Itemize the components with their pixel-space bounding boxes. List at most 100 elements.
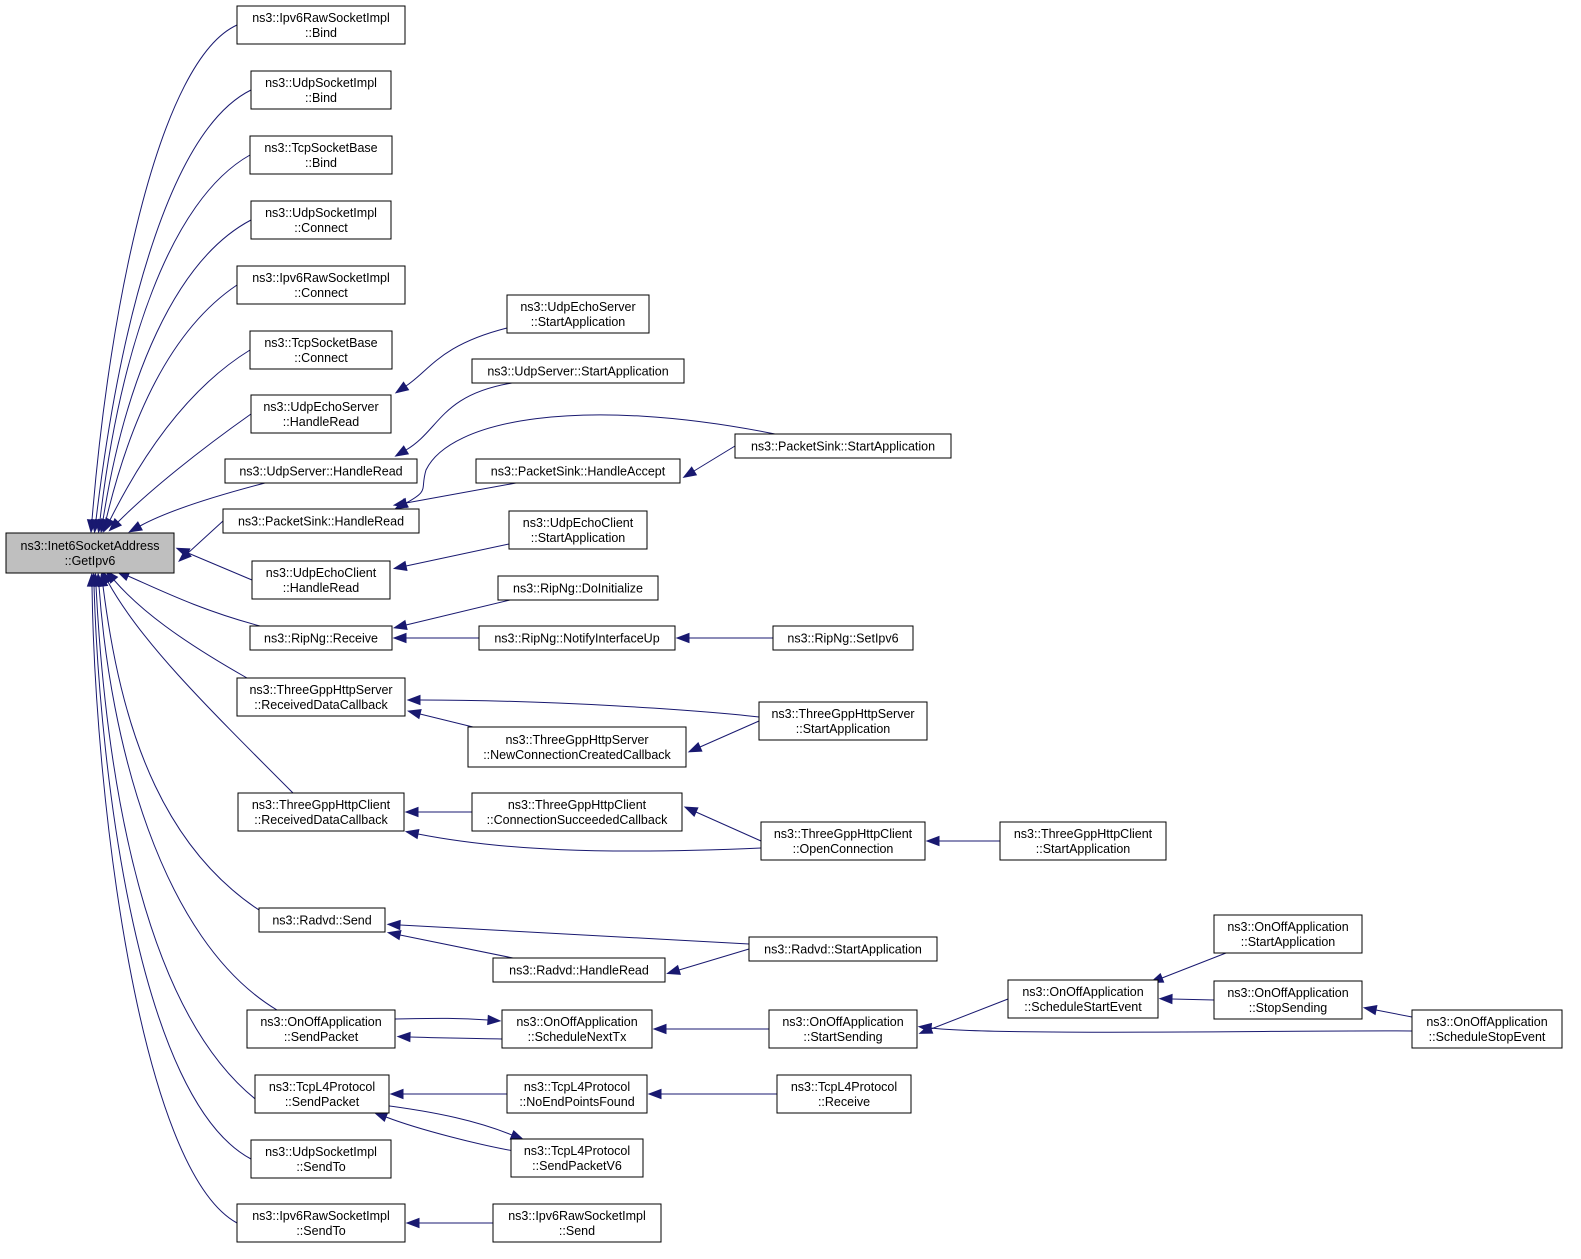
node-label: ns3::TcpL4Protocol	[269, 1080, 375, 1094]
node-tcpl4_receive[interactable]: ns3::TcpL4Protocol::Receive	[776, 1074, 912, 1114]
node-packetsink_handleaccept[interactable]: ns3::PacketSink::HandleAccept	[475, 458, 681, 484]
node-box	[760, 821, 926, 861]
edge-line	[693, 445, 736, 472]
node-http_client_openconn[interactable]: ns3::ThreeGppHttpClient::OpenConnection	[760, 821, 926, 861]
node-tcpbase_connect[interactable]: ns3::TcpSocketBase::Connect	[249, 330, 393, 370]
node-http_client_start[interactable]: ns3::ThreeGppHttpClient::StartApplicatio…	[999, 821, 1167, 861]
node-box	[254, 1074, 390, 1114]
node-radvd_send[interactable]: ns3::Radvd::Send	[258, 907, 386, 933]
edge-onoff_start-to-onoff_schedstart	[1149, 952, 1227, 983]
edge-http_client_start-to-http_client_openconn	[925, 835, 1000, 847]
node-box	[249, 135, 393, 175]
node-tcpl4_sendpacketv6[interactable]: ns3::TcpL4Protocol::SendPacketV6	[510, 1138, 644, 1178]
edge-line	[405, 543, 510, 567]
arrowhead-icon	[404, 828, 420, 840]
edge-line	[419, 699, 760, 718]
edge-line	[187, 552, 253, 581]
node-onoff_stopsending[interactable]: ns3::OnOffApplication::StopSending	[1213, 980, 1363, 1020]
arrowhead-icon	[487, 1014, 502, 1026]
edge-line	[678, 948, 750, 971]
node-ripng_setipv6[interactable]: ns3::RipNg::SetIpv6	[772, 625, 914, 651]
edge-line	[394, 1017, 489, 1021]
edge-onoff_sendpacket-to-onoff_schednexttx	[394, 1014, 502, 1026]
node-label: ns3::OnOffApplication	[516, 1015, 637, 1029]
node-tcpl4_noendpoints[interactable]: ns3::TcpL4Protocol::NoEndPointsFound	[506, 1074, 648, 1114]
edge-packetsink_start-to-packetsink_handleaccept	[682, 445, 736, 478]
node-http_client_connsucc[interactable]: ns3::ThreeGppHttpClient::ConnectionSucce…	[471, 792, 683, 832]
arrowhead-icon	[666, 964, 681, 975]
node-label: ::SendPacket	[285, 1095, 360, 1109]
node-onoff_sendpacket[interactable]: ns3::OnOffApplication::SendPacket	[246, 1009, 396, 1049]
node-ipv6raw_send[interactable]: ns3::Ipv6RawSocketImpl::Send	[492, 1203, 662, 1243]
node-label: ns3::UdpSocketImpl	[265, 1145, 377, 1159]
node-udpserver_handleread[interactable]: ns3::UdpServer::HandleRead	[224, 458, 418, 484]
edge-line	[405, 482, 517, 504]
edge-tcpl4_sendpacketv6-to-tcpl4_sendpacket	[373, 1112, 515, 1152]
node-label: ns3::UdpEchoClient	[266, 566, 377, 580]
arrowhead-icon	[86, 572, 98, 587]
node-tcpl4_sendpacket[interactable]: ns3::TcpL4Protocol::SendPacket	[254, 1074, 390, 1114]
edge-line	[95, 585, 276, 1114]
node-label: ::SendTo	[296, 1160, 345, 1174]
node-ipv6raw_sendto[interactable]: ns3::Ipv6RawSocketImpl::SendTo	[236, 1203, 406, 1243]
edge-udpechoserver_start-to-udpechoserver_handleread	[394, 327, 508, 394]
node-ipv6raw_bind[interactable]: ns3::Ipv6RawSocketImpl::Bind	[236, 5, 406, 45]
edge-udpechoserver_handleread-to-getipv6	[108, 413, 252, 532]
node-packetsink_handleread[interactable]: ns3::PacketSink::HandleRead	[222, 508, 420, 534]
node-label: ns3::ThreeGppHttpClient	[508, 798, 647, 812]
node-onoff_start[interactable]: ns3::OnOffApplication::StartApplication	[1213, 914, 1363, 954]
edge-line	[417, 833, 762, 852]
edge-line	[113, 579, 248, 679]
edge-line	[699, 720, 760, 748]
arrowhead-icon	[687, 742, 703, 753]
node-getipv6[interactable]: ns3::Inet6SocketAddress::GetIpv6	[5, 532, 175, 574]
node-onoff_schedstop[interactable]: ns3::OnOffApplication::ScheduleStopEvent	[1411, 1009, 1563, 1049]
node-udpsock_bind[interactable]: ns3::UdpSocketImpl::Bind	[250, 70, 392, 110]
node-ripng_receive[interactable]: ns3::RipNg::Receive	[249, 625, 393, 651]
node-label: ::Bind	[305, 156, 337, 170]
node-http_server_rdc[interactable]: ns3::ThreeGppHttpServer::ReceivedDataCal…	[236, 677, 406, 717]
node-http_server_start[interactable]: ns3::ThreeGppHttpServer::StartApplicatio…	[758, 701, 928, 741]
node-radvd_start[interactable]: ns3::Radvd::StartApplication	[748, 936, 938, 962]
node-udpechoclient_start[interactable]: ns3::UdpEchoClient::StartApplication	[508, 510, 648, 550]
node-onoff_startsending[interactable]: ns3::OnOffApplication::StartSending	[768, 1009, 918, 1049]
node-udpechoserver_start[interactable]: ns3::UdpEchoServer::StartApplication	[506, 294, 650, 334]
node-http_client_rdc[interactable]: ns3::ThreeGppHttpClient::ReceivedDataCal…	[237, 792, 405, 832]
node-label: ::Send	[559, 1224, 595, 1238]
node-label: ns3::Ipv6RawSocketImpl	[252, 11, 390, 25]
arrowhead-icon	[404, 806, 419, 818]
node-http_server_newconn[interactable]: ns3::ThreeGppHttpServer::NewConnectionCr…	[467, 726, 687, 768]
node-label: ::HandleRead	[283, 581, 359, 595]
node-udpechoserver_handleread[interactable]: ns3::UdpEchoServer::HandleRead	[250, 394, 392, 434]
node-radvd_handleread[interactable]: ns3::Radvd::HandleRead	[492, 957, 666, 983]
node-label: ns3::OnOffApplication	[1426, 1015, 1547, 1029]
edge-http_server_start-to-http_server_newconn	[687, 720, 760, 753]
arrowhead-icon	[389, 1088, 404, 1100]
node-label: ::StartApplication	[531, 531, 626, 545]
node-udpsock_sendto[interactable]: ns3::UdpSocketImpl::SendTo	[250, 1139, 392, 1179]
node-label: ::Receive	[818, 1095, 870, 1109]
node-onoff_schednexttx[interactable]: ns3::OnOffApplication::ScheduleNextTx	[501, 1009, 653, 1049]
node-udpserver_start[interactable]: ns3::UdpServer::StartApplication	[471, 358, 685, 384]
node-ripng_doinit[interactable]: ns3::RipNg::DoInitialize	[497, 575, 659, 601]
node-label: ns3::RipNg::SetIpv6	[787, 632, 898, 646]
node-label: ::StartApplication	[531, 315, 626, 329]
node-box	[492, 957, 666, 983]
node-packetsink_start[interactable]: ns3::PacketSink::StartApplication	[734, 433, 952, 459]
node-udpsock_connect[interactable]: ns3::UdpSocketImpl::Connect	[250, 200, 392, 240]
node-label: ns3::UdpEchoServer	[520, 300, 635, 314]
node-ripng_notify[interactable]: ns3::RipNg::NotifyInterfaceUp	[478, 625, 676, 651]
node-ipv6raw_connect[interactable]: ns3::Ipv6RawSocketImpl::Connect	[236, 265, 406, 305]
edge-line	[102, 219, 252, 521]
node-box	[734, 433, 952, 459]
edge-line	[373, 1103, 513, 1136]
node-udpechoclient_handleread[interactable]: ns3::UdpEchoClient::HandleRead	[251, 560, 391, 600]
node-tcpbase_bind[interactable]: ns3::TcpSocketBase::Bind	[249, 135, 393, 175]
node-onoff_schedstart[interactable]: ns3::OnOffApplication::ScheduleStartEven…	[1007, 979, 1159, 1019]
arrowhead-icon	[103, 517, 115, 533]
node-label: ns3::PacketSink::HandleAccept	[491, 465, 666, 479]
edge-tcpbase_connect-to-getipv6	[103, 349, 251, 533]
arrowhead-icon	[406, 709, 422, 720]
arrowhead-icon	[392, 560, 408, 572]
node-box	[224, 458, 418, 484]
